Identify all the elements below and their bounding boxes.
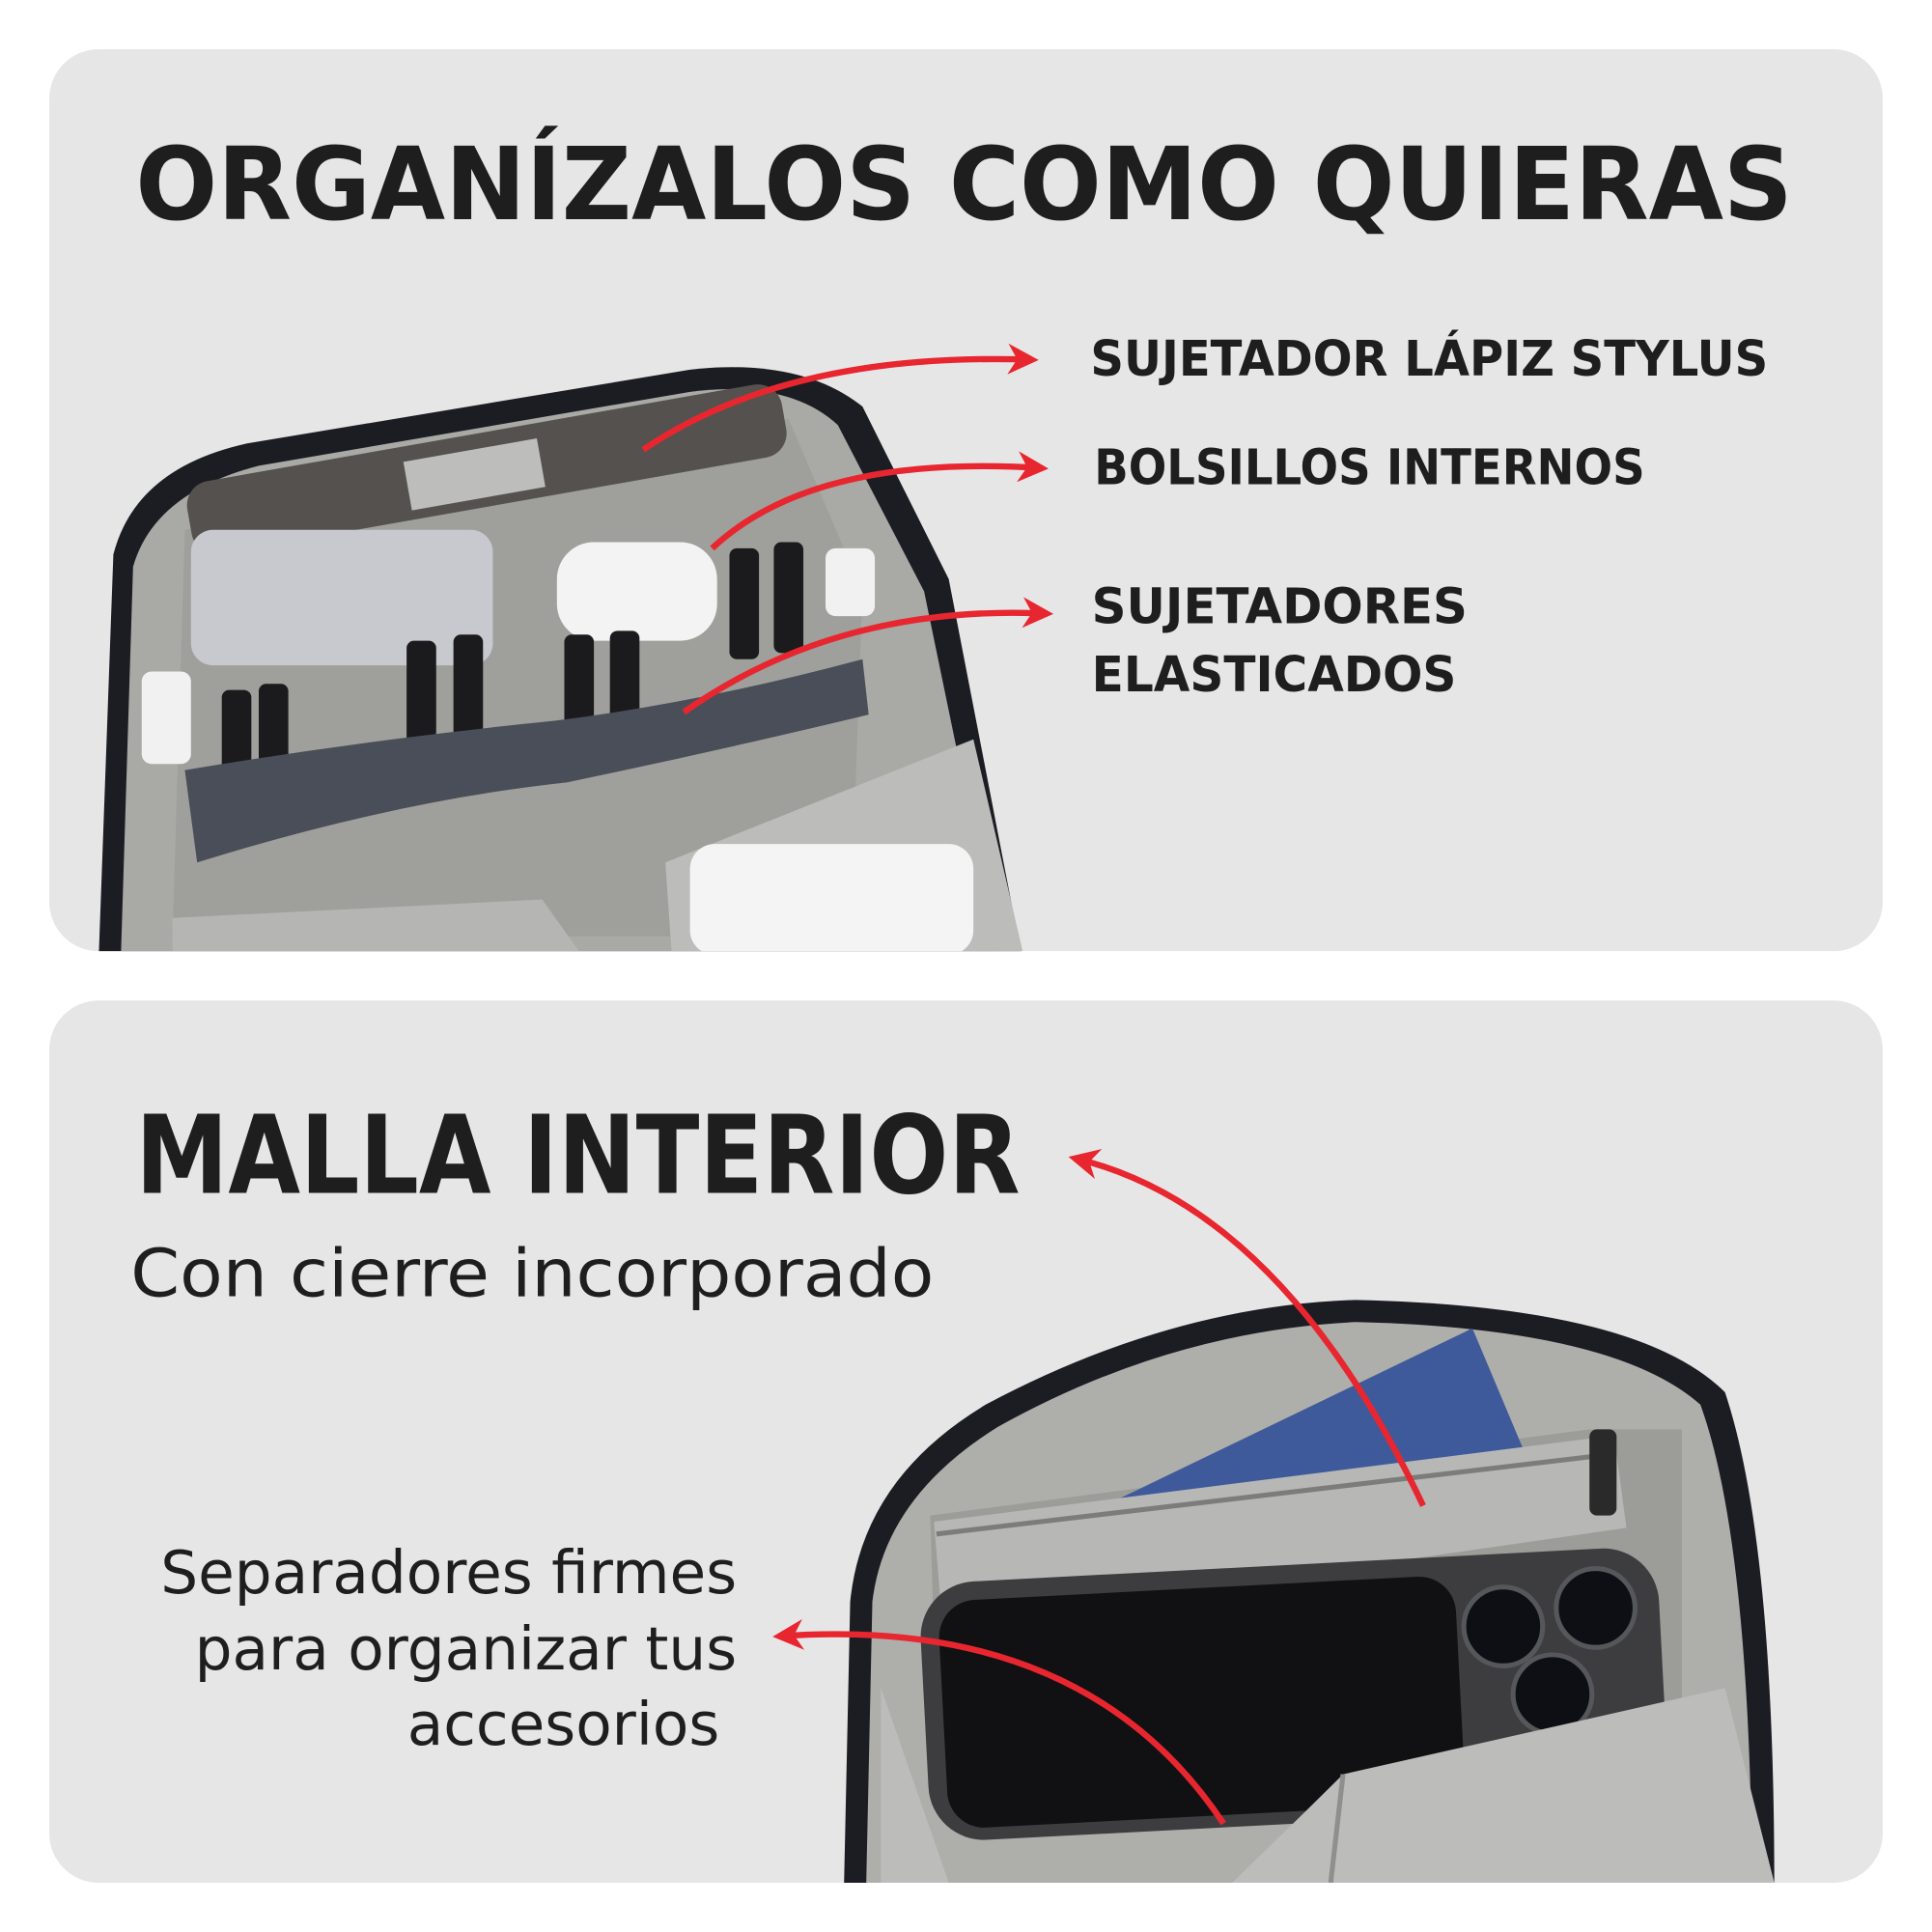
side-text-line3: accesorios xyxy=(407,1691,720,1759)
mesh-zipper xyxy=(936,1451,1615,1537)
top-panel: ORGANÍZALOS COMO QUIERAS SUJETADOR LÁPIZ… xyxy=(49,49,1883,952)
callout-elastic-line1: SUJETADORES xyxy=(1092,579,1468,636)
elastic-band xyxy=(184,658,869,863)
cables xyxy=(221,542,804,789)
zipper-pull xyxy=(1589,1429,1617,1516)
organizer-photo-bottom xyxy=(844,1300,1775,1883)
side-text-line2: para organizar tus xyxy=(195,1615,738,1684)
arrow-stylus xyxy=(641,343,1039,453)
dividers xyxy=(881,1688,1775,1883)
arrow-dividers xyxy=(772,1618,1226,1826)
bottom-subtitle: Con cierre incorporado xyxy=(130,1236,934,1313)
top-title: ORGANÍZALOS COMO QUIERAS xyxy=(135,125,1792,243)
bottom-title: MALLA INTERIOR xyxy=(135,1093,1020,1218)
phone-camera xyxy=(1461,1565,1638,1737)
bottom-panel: MALLA INTERIOR Con cierre incorporado Se… xyxy=(49,1000,1883,1883)
arrow-elastic xyxy=(682,597,1054,715)
side-text-line1: Separadores firmes xyxy=(160,1539,737,1608)
organizer-photo-top xyxy=(98,367,1023,952)
callout-internal-pockets: BOLSILLOS INTERNOS xyxy=(1094,440,1644,497)
callout-stylus-holder: SUJETADOR LÁPIZ STYLUS xyxy=(1090,329,1768,388)
earbuds-case xyxy=(556,542,717,641)
arrow-mesh xyxy=(1068,1148,1426,1507)
power-bank xyxy=(190,529,493,666)
callout-elastic-line2: ELASTICADOS xyxy=(1092,647,1457,704)
arrow-pockets xyxy=(710,451,1049,551)
